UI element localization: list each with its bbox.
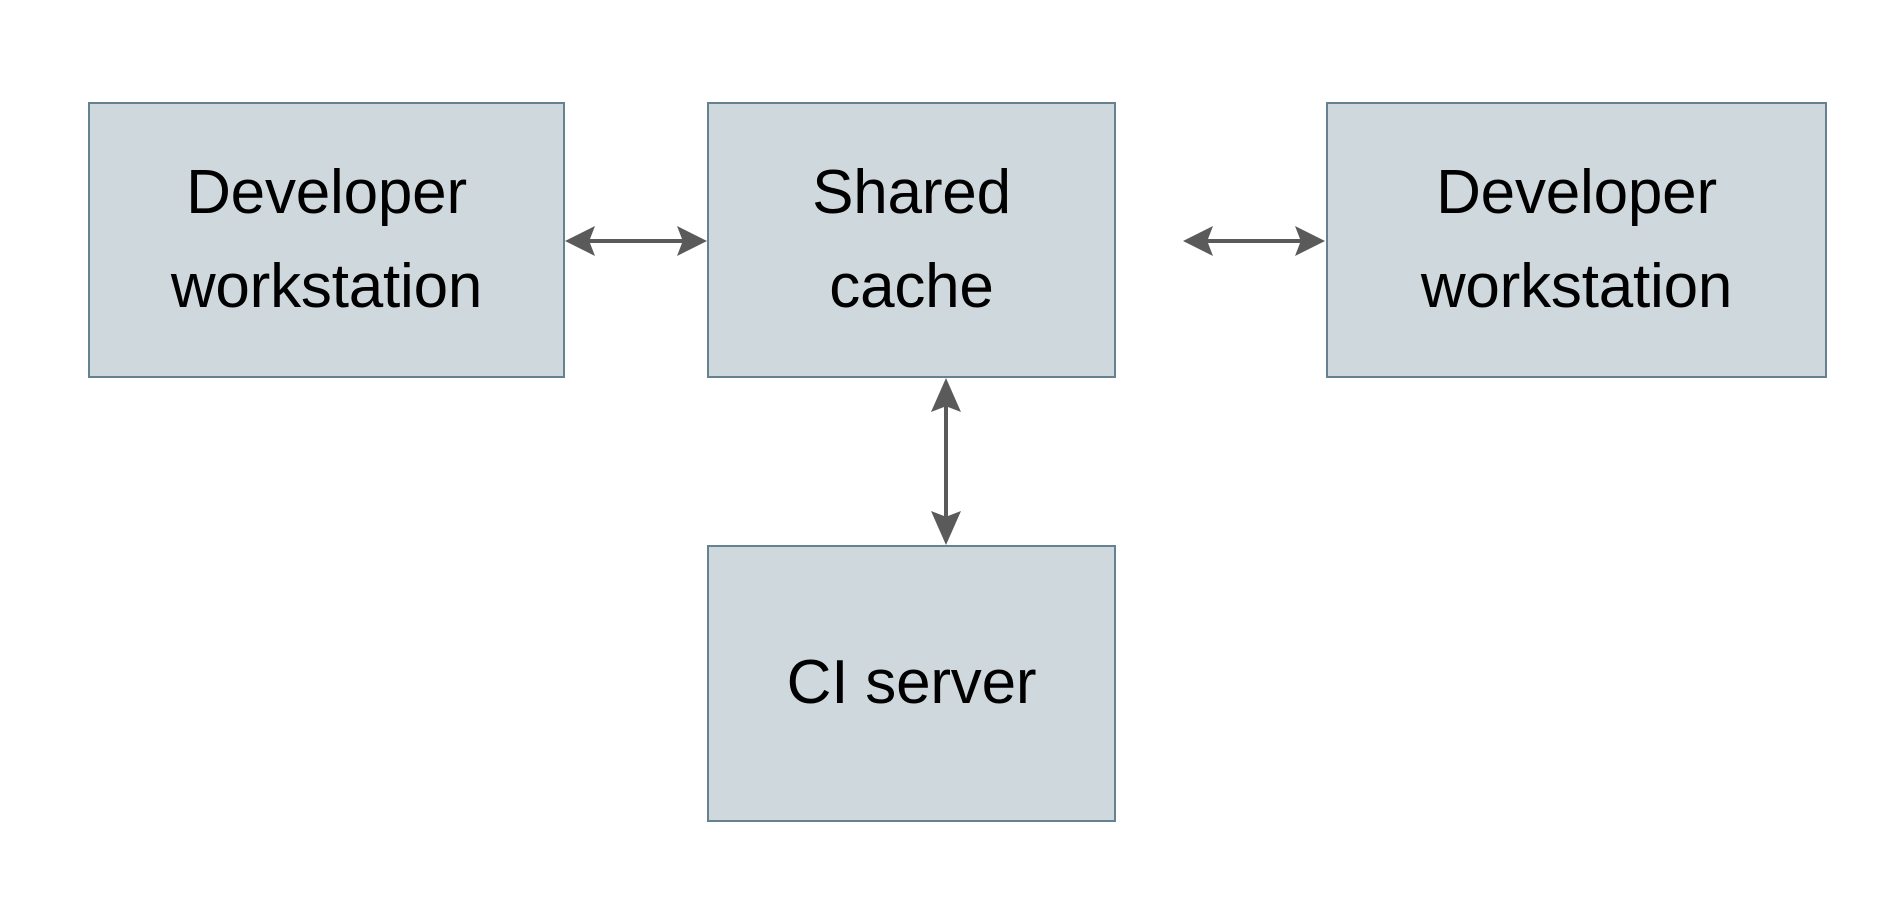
node-label-developer-workstation-right: Developer workstation <box>1420 157 1733 321</box>
node-shared-cache[interactable]: Shared cache <box>707 102 1116 378</box>
node-label-developer-workstation-left: Developer workstation <box>170 157 483 321</box>
node-ci-server[interactable]: CI server <box>707 545 1116 822</box>
connector-developer-workstation-left-to-shared-cache <box>565 226 707 256</box>
connector-shared-cache-to-ci-server <box>931 378 961 545</box>
connector-shared-cache-to-developer-workstation-right <box>1183 226 1325 256</box>
node-label-shared-cache: Shared cache <box>812 157 1011 321</box>
double-headed-arrow-icon <box>1183 226 1325 256</box>
node-developer-workstation-left[interactable]: Developer workstation <box>88 102 565 378</box>
double-headed-arrow-vertical-icon <box>931 378 961 545</box>
node-label-ci-server: CI server <box>786 648 1037 718</box>
double-headed-arrow-icon <box>565 226 707 256</box>
node-developer-workstation-right[interactable]: Developer workstation <box>1326 102 1827 378</box>
